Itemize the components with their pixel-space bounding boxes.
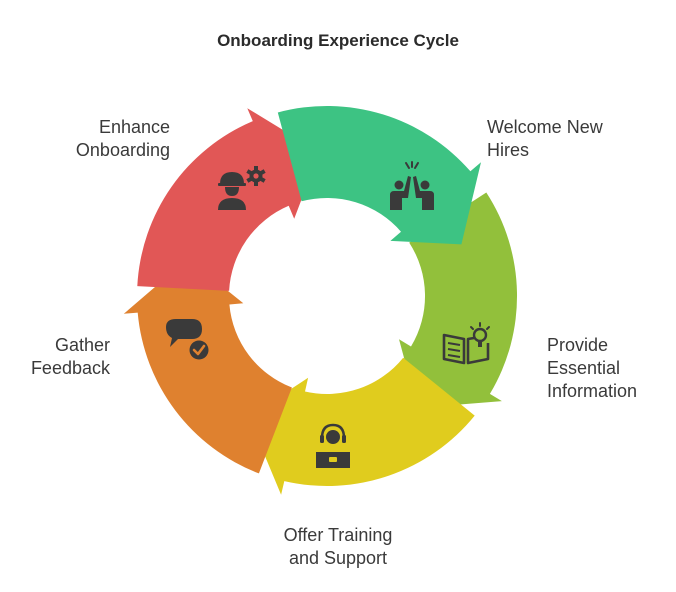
diagram-title: Onboarding Experience Cycle	[217, 31, 459, 50]
segment-welcome	[277, 106, 481, 245]
segment-gather	[123, 258, 292, 474]
chat-check-icon	[166, 319, 210, 361]
book-lightbulb-icon	[442, 322, 490, 365]
segment-offer	[248, 357, 475, 495]
worker-gear-icon	[218, 166, 266, 210]
high-five-icon	[390, 161, 434, 210]
support-agent-icon	[316, 423, 350, 468]
